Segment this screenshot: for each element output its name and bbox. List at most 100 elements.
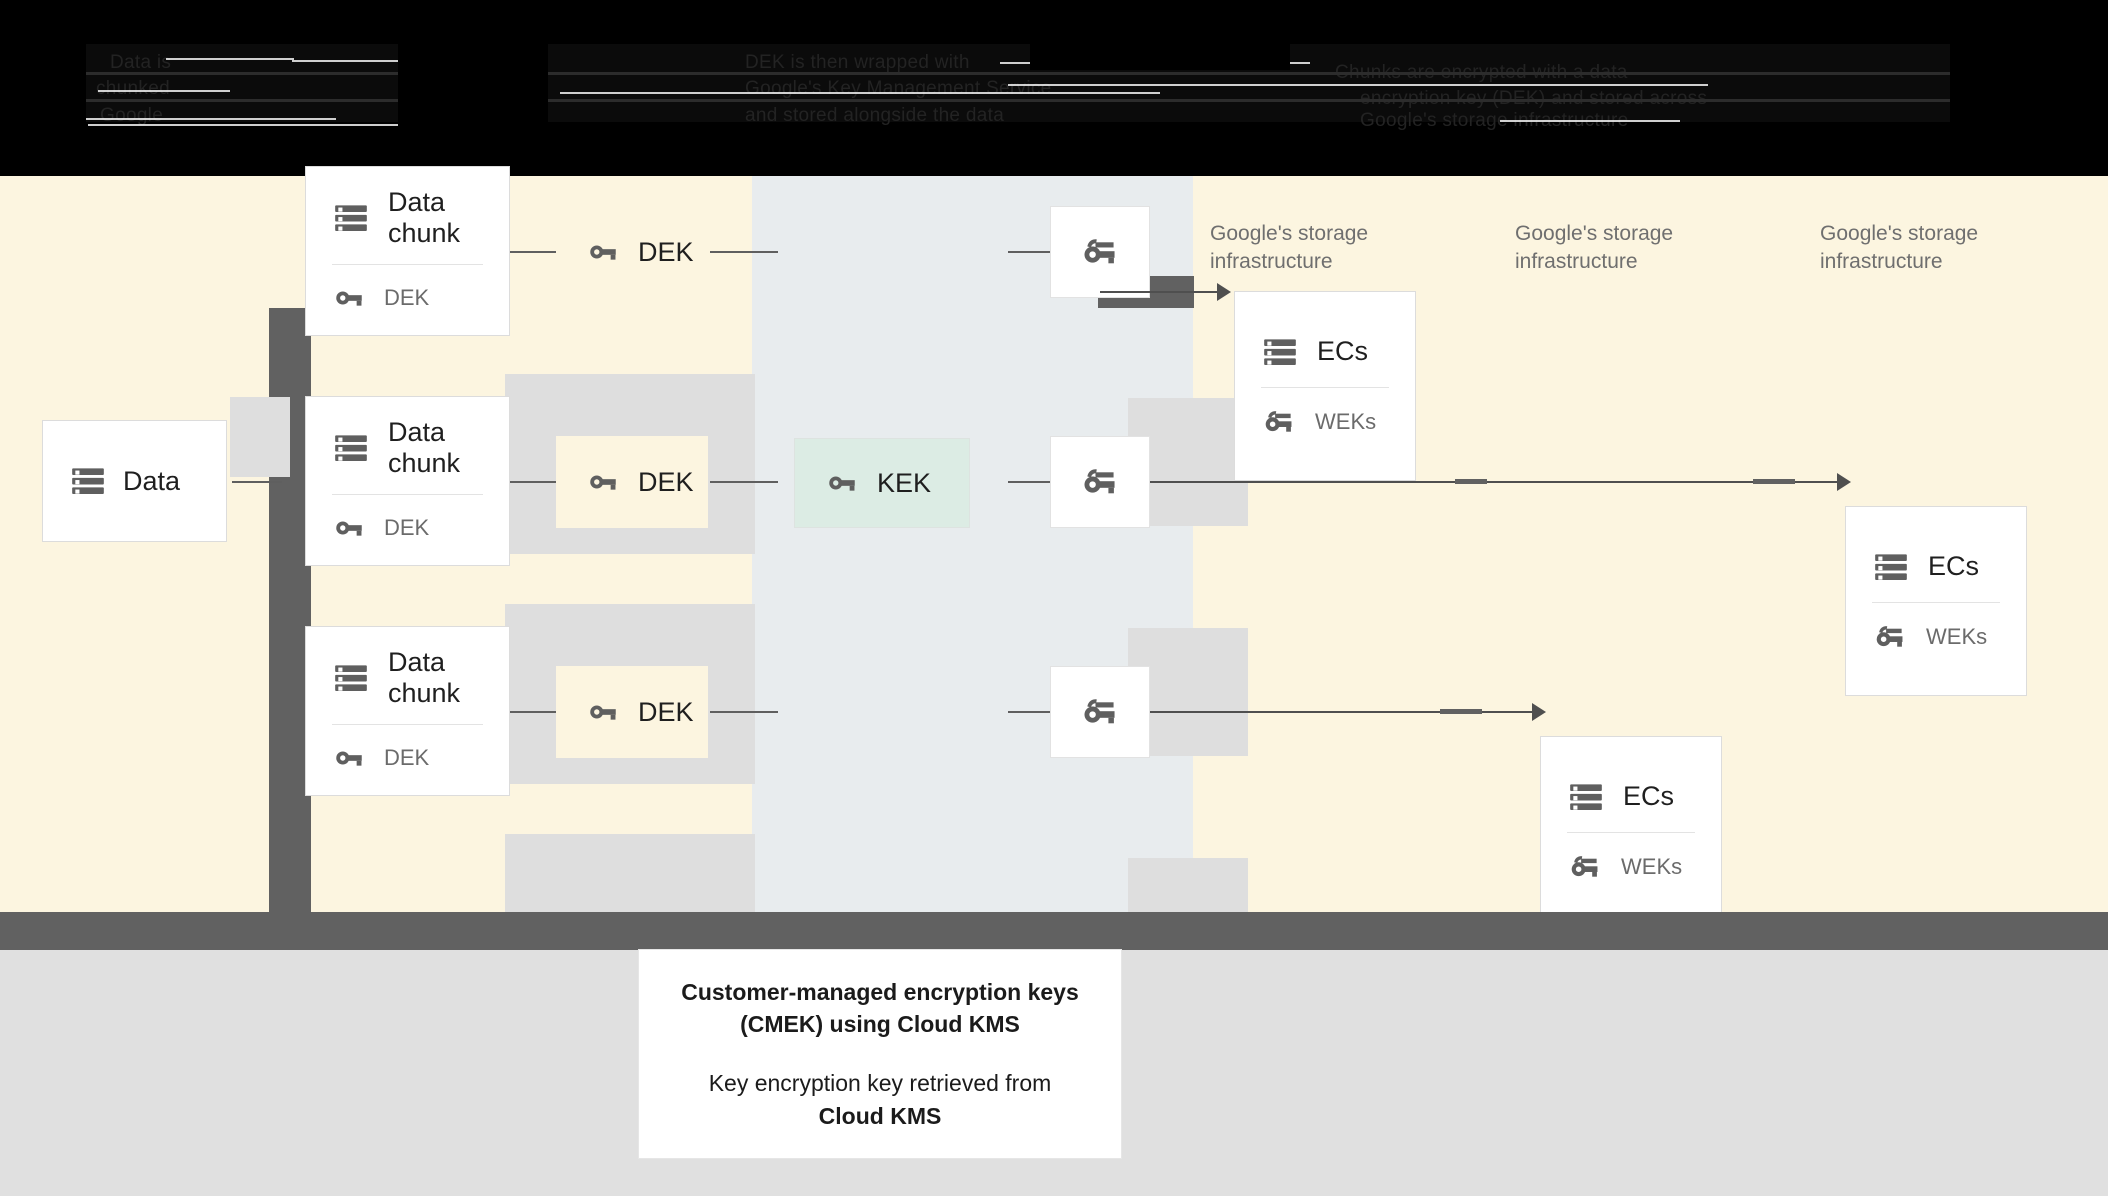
header-occluder [0, 44, 86, 122]
connector-line [710, 251, 778, 253]
ecs-card[interactable]: ECs WEKs [1845, 506, 2027, 696]
dek-box-label: DEK [638, 466, 694, 497]
header-scanline [1500, 120, 1680, 122]
connector-line [1008, 481, 1052, 483]
connector-line [710, 711, 778, 713]
data-chunk-card[interactable]: Data chunk DEK [305, 396, 510, 566]
ecs-card[interactable]: ECs WEKs [1234, 291, 1416, 481]
connector-line [710, 481, 778, 483]
key-icon [586, 465, 620, 499]
key-icon [825, 466, 859, 500]
dek-label: DEK [384, 514, 430, 540]
data-card[interactable]: Data [42, 420, 227, 542]
database-icon [1872, 548, 1910, 586]
ecs-card-title: ECs [1928, 551, 1980, 582]
wrapped-key-card[interactable] [1050, 436, 1150, 528]
caption-box: Customer-managed encryption keys (CMEK) … [638, 949, 1122, 1159]
flow-arrow-line [1100, 291, 1220, 293]
key-icon [586, 695, 620, 729]
data-chunk-title: Data chunk [388, 647, 461, 708]
dek-box[interactable]: DEK [556, 206, 708, 298]
header-scanline [166, 58, 294, 60]
double-key-icon [1872, 619, 1908, 655]
glitched-header-banner: Data is chunked Google DEK is then wrapp… [0, 0, 2108, 176]
header-glitch-text: chunked [96, 78, 170, 99]
header-glitch-text: Google's storage infrastructure [1360, 110, 1629, 131]
dek-box-label: DEK [638, 696, 694, 727]
header-scanline [0, 72, 2108, 75]
arrow-glitch-block [1753, 479, 1795, 484]
connector-line [1008, 251, 1052, 253]
caption-body: Key encryption key retrieved from Cloud … [709, 1067, 1052, 1132]
storage-infrastructure-label: Google's storage infrastructure [1515, 222, 1674, 273]
flow-arrow-head [1217, 283, 1231, 301]
data-chunk-title: Data chunk [388, 187, 461, 248]
data-chunk-card[interactable]: Data chunk DEK [305, 166, 510, 336]
header-glitch-text: encryption key (DEK) and stored across [1360, 88, 1707, 110]
header-glitch-text: and stored alongside the data [745, 105, 1005, 126]
header-strip [0, 0, 2108, 44]
header-glitch-text: DEK is then wrapped with [745, 52, 970, 73]
database-icon [332, 429, 370, 467]
database-icon [1567, 778, 1605, 816]
header-scanline [98, 90, 230, 92]
double-key-icon [1567, 849, 1603, 885]
header-scanline [86, 118, 336, 120]
wrapped-key-card[interactable] [1050, 666, 1150, 758]
caption-body-line-2: Cloud KMS [818, 1102, 942, 1129]
dek-box[interactable]: DEK [556, 666, 708, 758]
header-glitch-text: Google's Key Management Service [745, 78, 1052, 99]
database-icon [69, 462, 107, 500]
connector-line [505, 481, 579, 483]
connector-line [505, 251, 579, 253]
arrow-glitch-block [1440, 709, 1482, 714]
key-icon [586, 235, 620, 269]
card-divider [1261, 386, 1389, 388]
database-icon [332, 659, 370, 697]
double-key-icon [1079, 461, 1121, 503]
flow-arrow-line [1150, 481, 1840, 483]
double-key-icon [1079, 231, 1121, 273]
ecs-card[interactable]: ECs WEKs [1540, 736, 1722, 926]
database-icon [1261, 333, 1299, 371]
card-divider [1872, 601, 2000, 603]
card-divider [332, 493, 483, 495]
arrow-glitch-block [1455, 479, 1487, 484]
caption-body-line-1: Key encryption key retrieved from [708, 1070, 1052, 1096]
storage-infrastructure-label: Google's storage infrastructure [1820, 222, 1979, 273]
card-divider [1567, 831, 1695, 833]
double-key-icon [1079, 691, 1121, 733]
dek-label: DEK [384, 284, 430, 310]
header-scanline [560, 92, 1160, 94]
connector-block [230, 397, 290, 477]
flow-arrow-line [1150, 711, 1535, 713]
header-glitch-text: Google [100, 105, 164, 126]
data-chunk-title: Data chunk [388, 417, 461, 478]
wrapped-key-card[interactable] [1050, 206, 1150, 298]
double-key-icon [1261, 404, 1297, 440]
dek-box[interactable]: DEK [556, 436, 708, 528]
ecs-card-title: ECs [1317, 336, 1369, 367]
database-icon [332, 199, 370, 237]
header-occluder [1030, 44, 1290, 70]
dek-box-label: DEK [638, 236, 694, 267]
header-scanline [1008, 84, 1708, 86]
header-glitch-text: Data is [110, 52, 172, 73]
dek-label: DEK [384, 744, 430, 770]
key-icon [332, 281, 366, 315]
connector-line [232, 481, 282, 483]
card-divider [332, 263, 483, 265]
header-occluder [1950, 44, 2108, 122]
data-chunk-card[interactable]: Data chunk DEK [305, 626, 510, 796]
header-occluder [398, 44, 548, 122]
card-divider [332, 723, 483, 725]
weks-label: WEKs [1621, 853, 1683, 879]
caption-title: Customer-managed encryption keys (CMEK) … [681, 976, 1079, 1041]
kek-box[interactable]: KEK [794, 438, 970, 528]
encryption-flow-diagram: Data Data chunk [0, 166, 2108, 1014]
flow-arrow-head [1837, 473, 1851, 491]
storage-infrastructure-label: Google's storage infrastructure [1210, 222, 1369, 273]
caption-title-line-2: (CMEK) using Cloud KMS [740, 1011, 1020, 1038]
connector-line [505, 711, 579, 713]
header-scanline [0, 99, 2108, 102]
